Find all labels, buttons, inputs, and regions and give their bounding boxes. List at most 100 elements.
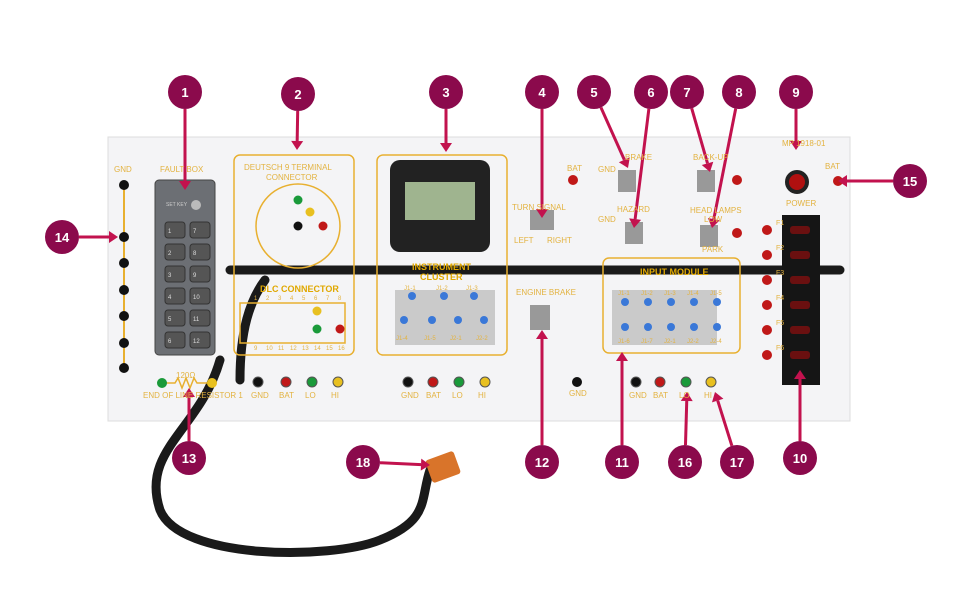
jack-b[interactable] (318, 221, 328, 231)
fuse-jack[interactable] (762, 300, 772, 310)
jack-c[interactable] (305, 207, 315, 217)
deutsch-panel (233, 154, 355, 356)
gnd-rail-label: GND (114, 165, 132, 174)
input-jack-label: J1-3 (664, 291, 676, 297)
fault-switch[interactable] (164, 331, 186, 349)
brake-switch[interactable] (618, 170, 636, 192)
lo-label: LO (679, 391, 690, 400)
fault-switch[interactable] (164, 221, 186, 239)
cluster-jack[interactable] (428, 316, 436, 324)
fuse-jack[interactable] (762, 250, 772, 260)
hazard-switch[interactable] (625, 222, 643, 244)
jack-d[interactable] (293, 195, 303, 205)
bat-jack[interactable] (732, 175, 742, 185)
callout-number: 11 (615, 455, 629, 470)
gnd-jack[interactable] (402, 376, 414, 388)
dlc-pin-number: 4 (290, 296, 294, 302)
lo-jack[interactable] (306, 376, 318, 388)
callout-number: 6 (647, 85, 654, 100)
dlc-pin-number: 7 (326, 296, 330, 302)
fault-switch-number: 8 (193, 251, 197, 257)
fault-switch[interactable] (189, 221, 211, 239)
fuse-jack[interactable] (762, 275, 772, 285)
input-module-jack[interactable] (690, 298, 698, 306)
gnd-jack[interactable] (252, 376, 264, 388)
deutsch-plug (425, 451, 461, 483)
fault-switch[interactable] (164, 265, 186, 283)
input-module-jack[interactable] (667, 298, 675, 306)
input-module-jack[interactable] (713, 298, 721, 306)
gnd-jack[interactable] (572, 377, 582, 387)
input-module-jack[interactable] (621, 323, 629, 331)
headlamps-switch[interactable] (700, 225, 718, 247)
callout-arrow (599, 106, 626, 161)
park-label: PARK (702, 245, 724, 254)
jack-a[interactable] (293, 221, 303, 231)
cluster-jack[interactable] (480, 316, 488, 324)
bat-jack[interactable] (654, 376, 666, 388)
cluster-jack-label: J1-4 (396, 336, 408, 342)
input-module-jack[interactable] (621, 298, 629, 306)
engine-brake-switch[interactable] (530, 305, 550, 330)
fault-switch[interactable] (189, 287, 211, 305)
input-module-jack[interactable] (667, 323, 675, 331)
cluster-jack[interactable] (440, 292, 448, 300)
callout-number: 10 (793, 451, 807, 466)
input-module-jack[interactable] (644, 298, 652, 306)
input-jack-plate (612, 290, 717, 345)
cluster-jack-label: J1-3 (466, 286, 478, 292)
hi-jack[interactable] (332, 376, 344, 388)
turn-signal-switch[interactable] (530, 210, 554, 230)
bat-jack[interactable] (568, 175, 578, 185)
bat-jack[interactable] (280, 376, 292, 388)
gnd-jack[interactable] (630, 376, 642, 388)
arrowhead-icon (420, 458, 430, 471)
gnd-label: GND (251, 391, 269, 400)
lo-jack[interactable] (453, 376, 465, 388)
left-label: LEFT (514, 236, 534, 245)
callout-badge (634, 75, 668, 109)
input-module-jack[interactable] (644, 323, 652, 331)
dlc-jack-16[interactable] (335, 324, 345, 334)
dlc-jack-6[interactable] (312, 306, 322, 316)
fault-switch[interactable] (189, 243, 211, 261)
bat-jack[interactable] (732, 228, 742, 238)
fault-switch[interactable] (189, 331, 211, 349)
fault-switch[interactable] (164, 287, 186, 305)
dlc-pin-number: 12 (290, 346, 297, 352)
eol-jack-yellow[interactable] (207, 378, 217, 388)
cluster-jack[interactable] (470, 292, 478, 300)
key-switch[interactable] (191, 200, 201, 210)
input-module-jack[interactable] (690, 323, 698, 331)
backup-label: BACK-UP (693, 153, 729, 162)
fuse-jack[interactable] (762, 350, 772, 360)
fuse-jack[interactable] (762, 325, 772, 335)
dlc-jack-14[interactable] (312, 324, 322, 334)
fault-switch-number: 7 (193, 229, 197, 235)
backup-switch[interactable] (697, 170, 715, 192)
cluster-jack[interactable] (408, 292, 416, 300)
bat-jack[interactable] (427, 376, 439, 388)
fault-switch[interactable] (164, 309, 186, 327)
fault-switch-number: 6 (168, 339, 172, 345)
eol-jack-green[interactable] (157, 378, 167, 388)
fuse (790, 351, 810, 359)
fault-switch[interactable] (189, 309, 211, 327)
fuse-jack[interactable] (762, 225, 772, 235)
lo-jack[interactable] (680, 376, 692, 388)
gnd-label: GND (629, 391, 647, 400)
fault-switch[interactable] (164, 243, 186, 261)
cluster-jack[interactable] (400, 316, 408, 324)
callout-badge (281, 77, 315, 111)
cluster-jack[interactable] (454, 316, 462, 324)
fault-switch[interactable] (189, 265, 211, 283)
callout-arrow (295, 110, 300, 142)
arrowhead-icon (838, 175, 847, 187)
input-module-jack[interactable] (713, 323, 721, 331)
fault-switch-number: 3 (168, 273, 172, 279)
hi-jack[interactable] (705, 376, 717, 388)
arrowhead-icon (616, 352, 628, 361)
hi-jack[interactable] (479, 376, 491, 388)
input-module-panel (602, 257, 741, 354)
gnd-rail-jacks (119, 180, 129, 373)
